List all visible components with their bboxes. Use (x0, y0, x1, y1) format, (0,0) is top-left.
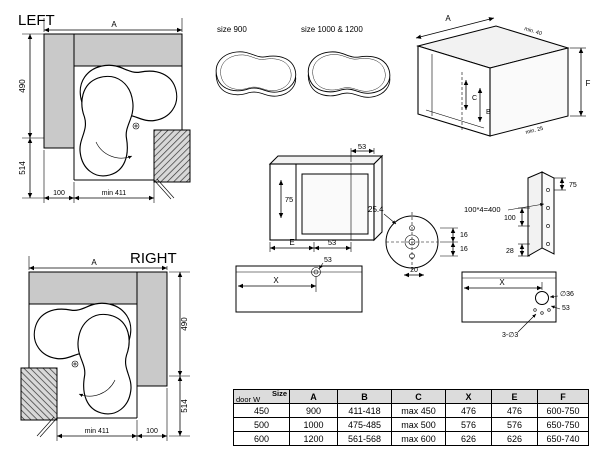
rail-drawing: 100*4=400 75 100 28 (464, 171, 577, 257)
iso-note-top: min. 40 (523, 26, 542, 37)
right-dim-a-label: A (91, 258, 97, 267)
plan-panel (235, 265, 363, 313)
drill-dim-3d3: 3-∅3 (502, 332, 518, 339)
col-header-e: E (491, 389, 538, 404)
iso-dim-b-label: B (486, 109, 491, 116)
left-dim-514-label: 514 (18, 161, 27, 175)
col-header-c: C (391, 389, 446, 404)
detail-circle (385, 212, 439, 272)
table-row: 500 1000 475-485 max 500 576 576 650-750 (233, 417, 589, 432)
cell-x: 476 (445, 403, 492, 418)
iso-dim-f-label: F (586, 79, 591, 88)
col-header-a: A (289, 389, 338, 404)
left-dim-min411-label: min 411 (102, 190, 126, 197)
front-cabinet-body (268, 154, 384, 242)
right-dim-514-label: 514 (180, 399, 189, 413)
cell-door: 600 (233, 431, 290, 446)
rail-dim-100: 100 (504, 215, 516, 222)
cell-f: 600-750 (537, 403, 589, 418)
left-side-wall (43, 33, 75, 149)
right-cabinet-geometry (20, 271, 168, 438)
drill-dim-53: 53 (562, 305, 570, 312)
right-dim-min411-label: min 411 (85, 428, 109, 435)
cell-b: 561-568 (337, 431, 392, 446)
cell-door: 450 (233, 403, 290, 418)
col-header-x: X (445, 389, 492, 404)
col-header-b: B (337, 389, 392, 404)
table-row: 450 900 411-418 max 450 476 476 600-750 (233, 403, 589, 418)
iso-cabinet-drawing: A F C B min. 40 min. 25 (415, 14, 591, 137)
detail-dim-16-lower: 16 (460, 246, 468, 253)
drill-panel-drawing: X ∅36 53 3-∅3 (461, 271, 574, 339)
size-1000-label: size 1000 & 1200 (301, 25, 363, 34)
iso-dim-a-label: A (445, 14, 451, 23)
detail-dim-254: 25.4 (368, 205, 384, 214)
cell-x: 626 (445, 431, 492, 446)
cell-e: 476 (491, 403, 538, 418)
cell-e: 626 (491, 431, 538, 446)
plan-dim-x: X (273, 276, 279, 285)
iso-dim-c-label: C (472, 95, 477, 102)
drill-dim-d36: ∅36 (560, 291, 574, 298)
shelf-outline-1000 (307, 51, 391, 98)
corner-doorw-label: door W (236, 395, 261, 404)
right-title: RIGHT (130, 250, 177, 267)
detail-dim-20: 20 (410, 267, 418, 274)
table-corner-cell: Size door W (233, 389, 290, 404)
iso-note-bottom: min. 25 (525, 126, 544, 136)
table-header-row: Size door W A B C X E F (233, 389, 589, 404)
cell-f: 650-750 (537, 417, 589, 432)
front-dim-75: 75 (285, 195, 293, 204)
iso-cabinet-body (416, 25, 570, 137)
hole-detail-drawing: 25.4 16 16 20 (368, 205, 468, 278)
shelf-outlines-drawing: size 900 size 1000 & 1200 (215, 25, 391, 98)
plan-panel-drawing: X 53 (235, 257, 363, 313)
cell-a: 900 (289, 403, 338, 418)
table-row: 600 1200 561-568 max 600 626 626 650-740 (233, 431, 589, 446)
cell-door: 500 (233, 417, 290, 432)
left-dim-490-label: 490 (18, 79, 27, 93)
cell-c: max 500 (391, 417, 446, 432)
pivot-post (132, 122, 140, 130)
detail-dim-16-upper: 16 (460, 232, 468, 239)
cell-c: max 450 (391, 403, 446, 418)
left-hatch-block (153, 129, 191, 183)
rail-dim-75: 75 (569, 182, 577, 189)
cell-a: 1000 (289, 417, 338, 432)
right-dim-100-label: 100 (146, 428, 158, 435)
drill-dim-x: X (499, 278, 505, 287)
kidney-shelf-lower (79, 76, 134, 177)
front-dim-53-bottom: 53 (328, 238, 336, 247)
rail-formula: 100*4=400 (464, 205, 501, 214)
corner-size-label: Size (271, 389, 287, 399)
left-title: LEFT (18, 12, 55, 29)
rail-dim-28: 28 (506, 248, 514, 255)
cell-b: 475-485 (337, 417, 392, 432)
cell-b: 411-418 (337, 403, 392, 418)
front-dim-53-top: 53 (358, 142, 366, 151)
left-dim-100-label: 100 (53, 190, 65, 197)
plan-dim-53: 53 (324, 257, 332, 264)
cell-f: 650-740 (537, 431, 589, 446)
spec-table: Size door W A B C X E F 450 900 411-418 … (233, 389, 589, 446)
shelf-outline-900 (215, 51, 297, 97)
right-dim-490-label: 490 (180, 317, 189, 331)
col-header-f: F (537, 389, 589, 404)
cell-e: 576 (491, 417, 538, 432)
size-900-label: size 900 (217, 25, 247, 34)
right-plan-drawing: RIGHT A 490 514 min 411 (20, 250, 190, 441)
cell-c: max 600 (391, 431, 446, 446)
front-cabinet-drawing: 53 75 E 53 (268, 142, 384, 252)
cell-a: 1200 (289, 431, 338, 446)
left-plan-drawing: LEFT A 490 514 100 (18, 12, 191, 203)
left-dim-a-label: A (111, 20, 117, 29)
front-dim-e: E (289, 238, 294, 247)
cell-x: 576 (445, 417, 492, 432)
rail-panel (527, 171, 555, 257)
drill-panel (461, 271, 557, 323)
left-cabinet-geometry (43, 33, 191, 200)
